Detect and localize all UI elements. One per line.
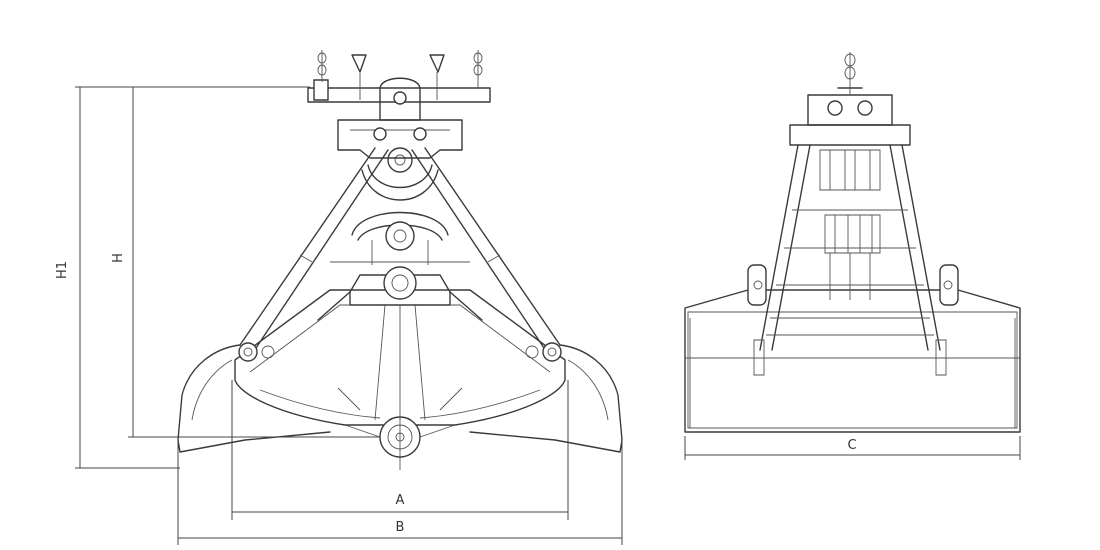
left-leg	[760, 145, 810, 350]
side-head-block	[790, 125, 910, 145]
dimension-h: H	[111, 87, 380, 437]
side-view: C	[685, 52, 1020, 460]
left-side-pivot	[748, 265, 766, 375]
right-rope-guide	[430, 55, 444, 100]
upper-sheave	[362, 148, 438, 200]
dimension-a: A	[232, 380, 568, 520]
left-rope-guide	[352, 55, 366, 100]
right-side-pivot	[936, 265, 958, 375]
dimension-label-c: C	[847, 438, 856, 453]
lower-beam	[235, 290, 565, 425]
front-view: A B H1 H	[55, 50, 622, 545]
dimension-label-b: B	[396, 520, 405, 535]
bucket-box	[685, 290, 1020, 432]
jaw-shells	[178, 345, 622, 452]
dimension-label-h1: H1	[55, 261, 70, 279]
left-pivot-joint	[239, 343, 274, 361]
left-chain-hook	[318, 50, 326, 82]
right-pivot-joint	[526, 343, 561, 361]
top-crossbar	[308, 88, 490, 102]
dimension-h1: H1	[55, 87, 310, 468]
dimension-c: C	[685, 436, 1020, 460]
side-top-hook	[838, 52, 862, 95]
mechanism	[820, 150, 880, 300]
head-block	[338, 120, 462, 158]
dimension-b: B	[178, 440, 622, 545]
dimension-label-a: A	[396, 493, 405, 508]
dimension-label-h: H	[111, 253, 126, 263]
crossbeam-bearing	[384, 267, 416, 299]
right-leg	[890, 145, 940, 350]
mid-sheave	[352, 213, 448, 266]
tie-rods	[240, 148, 560, 348]
right-chain-hook	[474, 50, 482, 88]
